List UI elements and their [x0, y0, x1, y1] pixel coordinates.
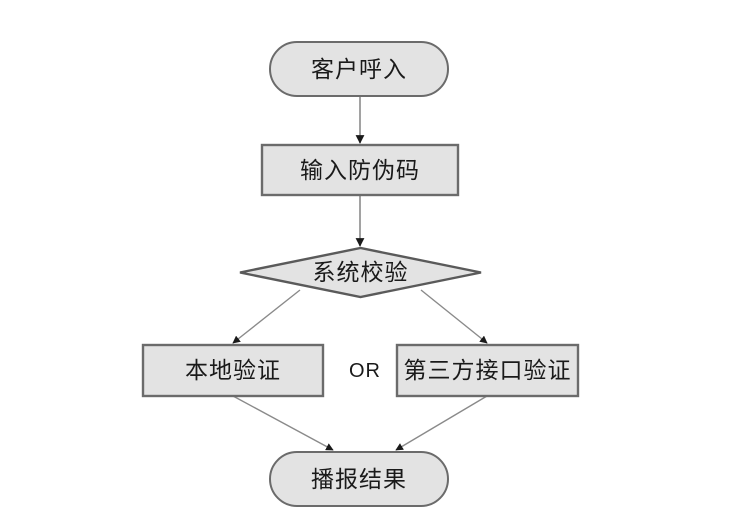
- edge-third-party-to-broadcast: [395, 395, 488, 451]
- or-separator-label: OR: [349, 359, 381, 382]
- node-layer: [141, 41, 580, 507]
- edge-check-to-third-party: [420, 289, 488, 344]
- node-start-shape[interactable]: [269, 41, 449, 97]
- node-system-check-shape[interactable]: [239, 246, 482, 299]
- connector-layer: [232, 96, 488, 451]
- edge-check-to-local: [232, 289, 301, 344]
- node-broadcast-result-shape[interactable]: [269, 451, 449, 507]
- node-input-code-shape[interactable]: [260, 143, 460, 197]
- node-local-verify-shape[interactable]: [141, 343, 325, 398]
- edge-local-to-broadcast: [232, 395, 334, 451]
- node-third-party-verify-shape[interactable]: [395, 343, 580, 398]
